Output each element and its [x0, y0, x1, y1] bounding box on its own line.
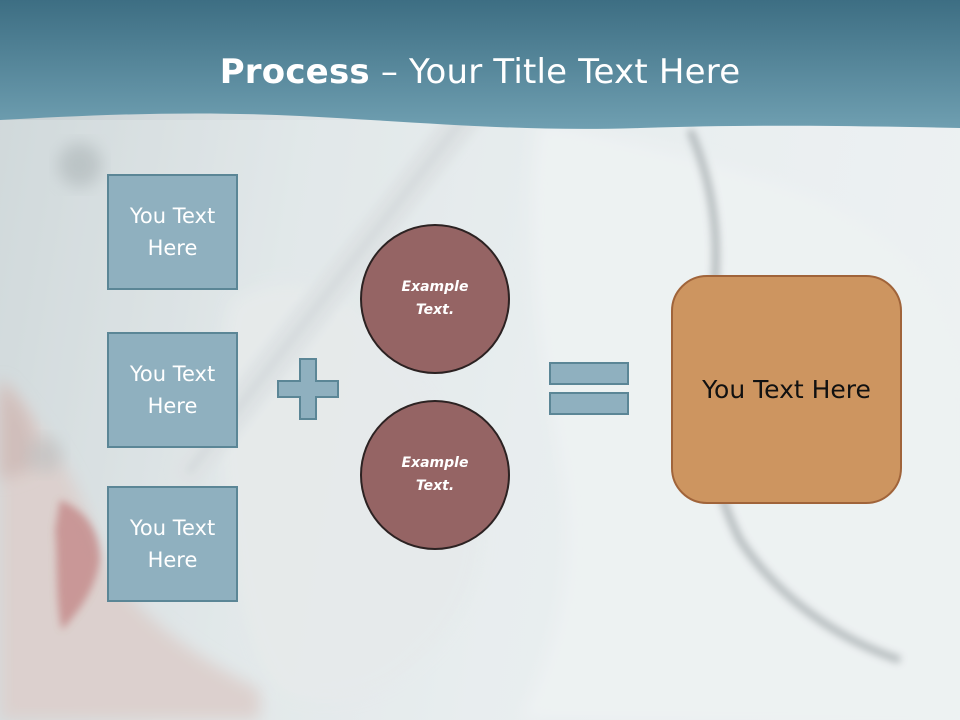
- title-bold: Process: [219, 52, 370, 92]
- result-box[interactable]: You Text Here: [671, 275, 902, 504]
- example-circle-2[interactable]: Example Text.: [360, 400, 510, 550]
- example-circle-1[interactable]: Example Text.: [360, 224, 510, 374]
- input-box-label: You Text Here: [129, 204, 216, 260]
- input-box-2[interactable]: You Text Here: [107, 332, 238, 448]
- plus-icon: [277, 358, 339, 420]
- input-box-3[interactable]: You Text Here: [107, 486, 238, 602]
- input-box-1[interactable]: You Text Here: [107, 174, 238, 290]
- equals-icon: [549, 362, 629, 415]
- result-box-label: You Text Here: [702, 375, 871, 404]
- input-box-label: You Text Here: [129, 516, 216, 572]
- header-band: [0, 0, 960, 140]
- input-box-label: You Text Here: [129, 362, 216, 418]
- example-circle-label: Example Text.: [401, 455, 469, 494]
- example-circle-label: Example Text.: [401, 279, 469, 318]
- title-rest: – Your Title Text Here: [369, 52, 741, 92]
- slide-title: Process – Your Title Text Here: [0, 52, 960, 92]
